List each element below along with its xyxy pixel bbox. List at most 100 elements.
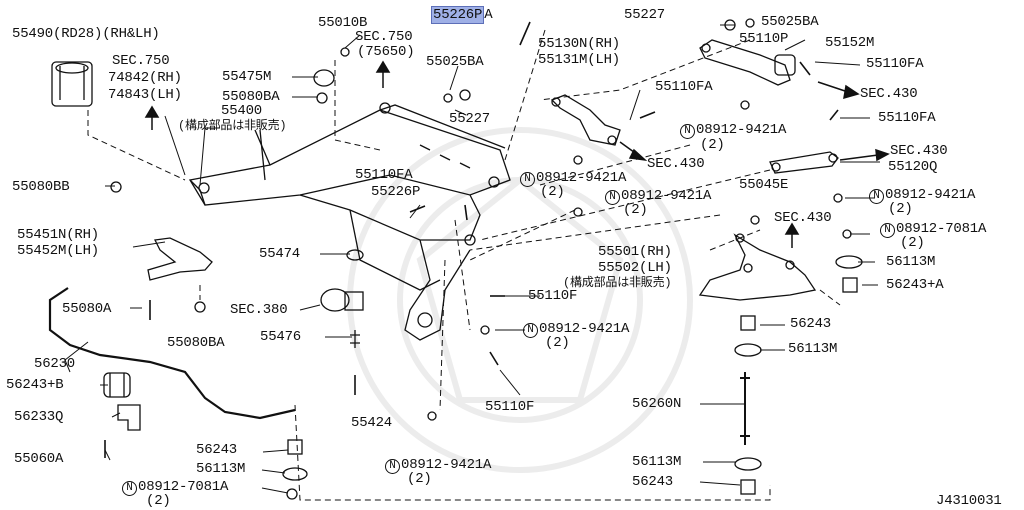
note-not-sold-a: (構成部品は非販売) xyxy=(178,119,287,133)
washers-and-rubbers xyxy=(110,18,863,500)
mount-bushing-55490 xyxy=(51,61,93,107)
upper-link-55110P xyxy=(699,39,796,86)
label-55452m[interactable]: 55452M(LH) xyxy=(17,243,100,259)
label-55080bb[interactable]: 55080BB xyxy=(12,179,70,195)
label-qty-2-5: (2) xyxy=(900,235,925,251)
circle-n-icon: N xyxy=(605,190,620,205)
label-55080ba-b[interactable]: 55080BA xyxy=(167,335,225,351)
label-55080ba-a[interactable]: 55080BA xyxy=(222,89,280,105)
label-55400[interactable]: 55400 xyxy=(221,103,263,119)
label-56113m-d[interactable]: 56113M xyxy=(632,454,682,470)
link-55451N xyxy=(147,237,213,281)
circle-n-icon: N xyxy=(122,481,137,496)
label-55060a[interactable]: 55060A xyxy=(14,451,64,467)
label-sec430-a[interactable]: SEC.430 xyxy=(860,86,918,102)
label-55110fa-b[interactable]: 55110FA xyxy=(655,79,713,95)
label-56243b[interactable]: 56243+B xyxy=(6,377,64,393)
label-56243-a[interactable]: 56243 xyxy=(790,316,832,332)
label-55120q[interactable]: 55120Q xyxy=(888,159,938,175)
label-qty-2-6: (2) xyxy=(545,335,570,351)
label-sec750-a[interactable]: SEC.750 xyxy=(112,53,170,69)
label-56233q[interactable]: 56233Q xyxy=(14,409,64,425)
label-sec750-b[interactable]: SEC.750 xyxy=(355,29,413,45)
label-55490[interactable]: 55490(RD28)(RH&LH) xyxy=(12,26,160,42)
label-55451n[interactable]: 55451N(RH) xyxy=(17,227,100,243)
label-55110p[interactable]: 55110P xyxy=(739,31,789,47)
label-56260n[interactable]: 56260N xyxy=(632,396,682,412)
label-55010b[interactable]: 55010B xyxy=(318,15,368,31)
label-qty-2-7: (2) xyxy=(146,493,171,509)
label-55110fa-c[interactable]: 55110FA xyxy=(878,110,936,126)
label-55110f-a[interactable]: 55110F xyxy=(528,288,578,304)
label-55152m[interactable]: 55152M xyxy=(825,35,875,51)
note-not-sold-b: (構成部品は非販売) xyxy=(563,276,672,290)
lateral-link-55120Q xyxy=(769,151,839,174)
label-56113m-a[interactable]: 56113M xyxy=(886,254,936,270)
label-56243-c[interactable]: 56243 xyxy=(632,474,674,490)
label-74842[interactable]: 74842(RH) xyxy=(108,70,182,86)
label-55476[interactable]: 55476 xyxy=(260,329,302,345)
label-55110f-b[interactable]: 55110F xyxy=(485,399,535,415)
label-55227-b[interactable]: 55227 xyxy=(449,111,491,127)
label-56243a-a[interactable]: 56243+A xyxy=(886,277,944,293)
label-qty-2-8: (2) xyxy=(407,471,432,487)
label-55131m[interactable]: 55131M(LH) xyxy=(538,52,621,68)
label-55474[interactable]: 55474 xyxy=(259,246,301,262)
label-qty-2-2: (2) xyxy=(540,184,565,200)
label-55424[interactable]: 55424 xyxy=(351,415,393,431)
lower-arm-55501 xyxy=(698,233,817,301)
bolts xyxy=(104,21,839,458)
label-55130n[interactable]: 55130N(RH) xyxy=(538,36,621,52)
label-55025ba-b[interactable]: 55025BA xyxy=(426,54,484,70)
subframe-55400 xyxy=(188,102,511,341)
label-55475m[interactable]: 55475M xyxy=(222,69,272,85)
label-qty-2-3: (2) xyxy=(623,202,648,218)
label-55226p[interactable]: 55226P xyxy=(371,184,421,200)
label-qty-2-4: (2) xyxy=(888,201,913,217)
label-55226pa-suffix: A xyxy=(484,7,493,23)
label-75650[interactable]: (75650) xyxy=(357,44,415,60)
label-55110fa-d[interactable]: 55110FA xyxy=(355,167,413,183)
label-56113m-c[interactable]: 56113M xyxy=(196,461,246,477)
label-56243-b[interactable]: 56243 xyxy=(196,442,238,458)
label-74843[interactable]: 74843(LH) xyxy=(108,87,182,103)
circle-n-icon: N xyxy=(880,223,895,238)
highlighted-part-number: 55226P xyxy=(431,6,485,24)
label-55080a[interactable]: 55080A xyxy=(62,301,112,317)
label-55502[interactable]: 55502(LH) xyxy=(598,260,672,276)
circle-n-icon: N xyxy=(520,172,535,187)
label-55110fa-a[interactable]: 55110FA xyxy=(866,56,924,72)
label-56113m-b[interactable]: 56113M xyxy=(788,341,838,357)
stud-56260N xyxy=(740,372,750,445)
direction-arrows xyxy=(144,60,890,248)
diff-mount-55476 xyxy=(320,288,364,348)
circle-n-icon: N xyxy=(523,323,538,338)
label-55227-a[interactable]: 55227 xyxy=(624,7,666,23)
diagram-id: J4310031 xyxy=(936,493,1002,509)
circle-n-icon: N xyxy=(385,459,400,474)
label-sec430-b[interactable]: SEC.430 xyxy=(647,156,705,172)
stabilizer-bar-56230 xyxy=(48,287,296,420)
label-sec380[interactable]: SEC.380 xyxy=(230,302,288,318)
circle-n-icon: N xyxy=(680,124,695,139)
label-55025ba-a[interactable]: 55025BA xyxy=(761,14,819,30)
label-sec430-c[interactable]: SEC.430 xyxy=(890,143,948,159)
label-55045e[interactable]: 55045E xyxy=(739,177,789,193)
upper-link-55130N xyxy=(550,94,621,146)
bushing-56243B xyxy=(103,372,131,398)
label-sec430-d[interactable]: SEC.430 xyxy=(774,210,832,226)
label-qty-2-1: (2) xyxy=(700,137,725,153)
label-56230[interactable]: 56230 xyxy=(34,356,76,372)
label-55501[interactable]: 55501(RH) xyxy=(598,244,672,260)
circle-n-icon: N xyxy=(869,189,884,204)
